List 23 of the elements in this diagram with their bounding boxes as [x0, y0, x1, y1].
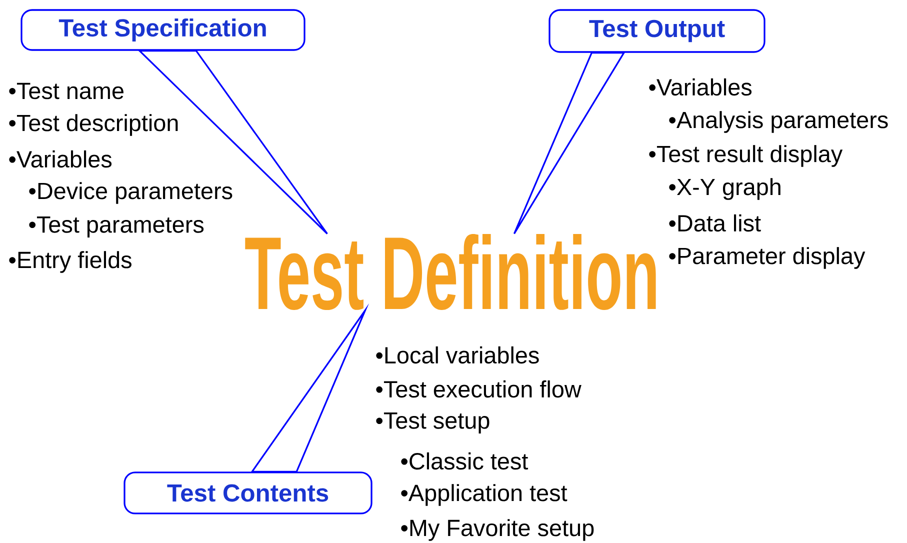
list-item: •Device parameters [29, 182, 232, 204]
list-item: •Entry fields [9, 251, 132, 273]
list-item: •Analysis parameters [669, 111, 888, 133]
title-text: Test Definition [245, 234, 656, 310]
callout-bubble: Test Output [548, 9, 766, 53]
list-item: •Test setup [376, 412, 490, 434]
list-item: •Data list [669, 214, 761, 232]
callout-bubble: Test Contents [124, 472, 372, 514]
list-item: •Variables [649, 78, 752, 96]
list-item: •Application test [401, 484, 568, 506]
list-item: •Parameter display [669, 247, 866, 269]
list-item: •Test description [9, 114, 178, 136]
list-item: •Variables [9, 150, 112, 168]
list-item: •Local variables [376, 346, 539, 364]
list-item: •Test execution flow [376, 380, 582, 398]
list-item: •Test parameters [29, 216, 204, 238]
list-item: •Test result display [649, 145, 843, 167]
list-item: •My Favorite setup [401, 519, 594, 541]
callout-tail [138, 50, 328, 235]
list-item: •Test name [9, 82, 124, 100]
list-item: •Classic test [401, 452, 528, 470]
list-item: •X-Y graph [669, 178, 780, 200]
callout-bubble: Test Specification [20, 9, 306, 51]
